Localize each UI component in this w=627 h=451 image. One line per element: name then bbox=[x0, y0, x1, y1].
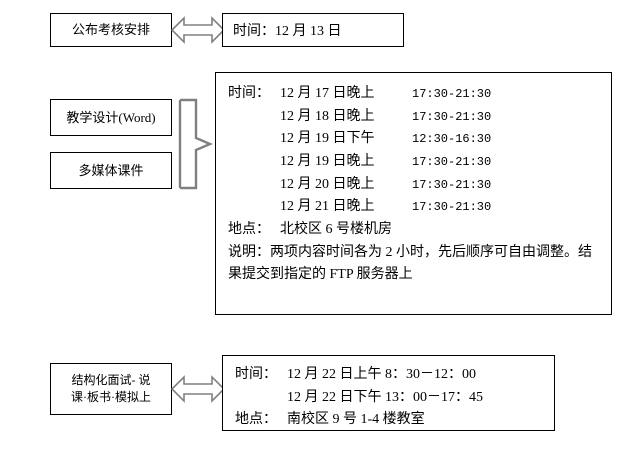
schedule-place-row: 地点： 北校区 6 号楼机房 bbox=[228, 219, 601, 242]
announce-detail-box[interactable]: 时间：12 月 13 日 bbox=[222, 13, 404, 47]
schedule-date: 12 月 19 日下午 bbox=[280, 131, 375, 147]
schedule-time-key: 时间： bbox=[228, 86, 270, 101]
schedule-detail-box[interactable]: 时间： 12 月 17 日晚上 17:30-21:30 12 月 18 日晚上 … bbox=[215, 72, 612, 315]
schedule-row: 12 月 19 日晚上 17:30-21:30 bbox=[228, 151, 601, 174]
interview-date: 12 月 22 日上午 8：30－12：00 bbox=[287, 367, 476, 382]
schedule-date: 12 月 17 日晚上 bbox=[280, 86, 375, 101]
schedule-date: 12 月 21 日晚上 bbox=[280, 199, 375, 215]
announce-time-value: 12 月 13 日 bbox=[275, 24, 342, 39]
announce-time-key: 时间： bbox=[233, 24, 275, 39]
double-arrow-icon-top bbox=[170, 14, 226, 46]
deliverable-label-teaching-design: 教学设计(Word) bbox=[66, 109, 156, 125]
schedule-row: 12 月 18 日晚上 17:30-21:30 bbox=[228, 106, 601, 129]
double-arrow-icon-bottom bbox=[170, 372, 226, 406]
deliverable-box-teaching-design[interactable]: 教学设计(Word) bbox=[50, 99, 172, 136]
schedule-date: 12 月 20 日晚上 bbox=[280, 176, 375, 192]
deliverable-label-multimedia-courseware: 多媒体课件 bbox=[78, 162, 144, 178]
schedule-clock: 12:30-16:30 bbox=[412, 132, 492, 147]
interview-place-key: 地点： bbox=[235, 412, 277, 428]
schedule-clock: 17:30-21:30 bbox=[412, 155, 492, 170]
interview-time-key: 时间： bbox=[235, 367, 277, 382]
interview-place-value: 南校区 9 号 1-4 楼教室 bbox=[287, 412, 425, 428]
schedule-row: 12 月 21 日晚上 17:30-21:30 bbox=[228, 196, 601, 219]
schedule-clock: 17:30-21:30 bbox=[412, 200, 492, 215]
announce-task-label: 公布考核安排 bbox=[71, 22, 150, 38]
announce-task-box[interactable]: 公布考核安排 bbox=[50, 13, 172, 47]
schedule-note-text-1: 两项内容时间各为 2 小时，先后顺序可自由调整。结 bbox=[270, 244, 592, 260]
schedule-note-line-1: 说明：两项内容时间各为 2 小时，先后顺序可自由调整。结 bbox=[228, 242, 601, 265]
deliverable-box-multimedia-courseware[interactable]: 多媒体课件 bbox=[50, 152, 172, 189]
announce-time-line: 时间：12 月 13 日 bbox=[223, 20, 342, 40]
schedule-date: 12 月 19 日晚上 bbox=[280, 154, 375, 170]
schedule-note-line-2: 果提交到指定的 FTP 服务器上 bbox=[228, 267, 413, 283]
schedule-place-value: 北校区 6 号楼机房 bbox=[280, 222, 392, 238]
schedule-note-key: 说明： bbox=[228, 244, 270, 260]
curly-brace-icon bbox=[176, 98, 220, 190]
schedule-note: 说明：两项内容时间各为 2 小时，先后顺序可自由调整。结 果提交到指定的 FTP… bbox=[228, 242, 601, 287]
schedule-clock: 17:30-21:30 bbox=[412, 177, 492, 192]
interview-task-label: 结构化面试- 说 课·板书·模拟上 bbox=[71, 372, 151, 404]
interview-date: 12 月 22 日下午 13：00－17：45 bbox=[287, 389, 483, 405]
schedule-date: 12 月 18 日晚上 bbox=[280, 108, 375, 124]
schedule-row: 12 月 20 日晚上 17:30-21:30 bbox=[228, 174, 601, 197]
schedule-clock: 17:30-21:30 bbox=[412, 109, 492, 124]
interview-place-row: 地点： 南校区 9 号 1-4 楼教室 bbox=[235, 409, 546, 432]
schedule-row: 时间： 12 月 17 日晚上 17:30-21:30 bbox=[228, 83, 601, 106]
schedule-row: 12 月 19 日下午 12:30-16:30 bbox=[228, 128, 601, 151]
interview-task-box[interactable]: 结构化面试- 说 课·板书·模拟上 bbox=[50, 363, 172, 415]
interview-row: 时间： 12 月 22 日上午 8：30－12：00 bbox=[235, 364, 546, 387]
schedule-place-key: 地点： bbox=[228, 222, 270, 238]
schedule-clock: 17:30-21:30 bbox=[412, 87, 492, 101]
interview-row: 12 月 22 日下午 13：00－17：45 bbox=[235, 387, 546, 410]
interview-detail-box[interactable]: 时间： 12 月 22 日上午 8：30－12：00 12 月 22 日下午 1… bbox=[222, 355, 555, 431]
